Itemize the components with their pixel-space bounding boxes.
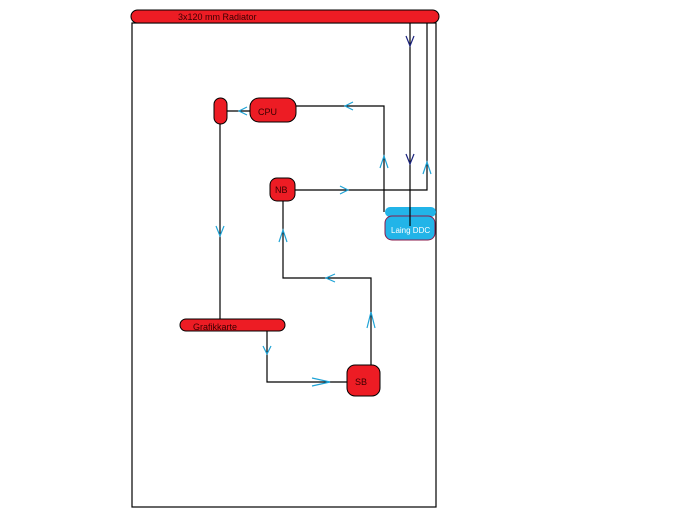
arrow-up-icon (379, 154, 389, 169)
svg-text:SB: SB (355, 377, 367, 387)
arrow-left-icon (324, 273, 336, 283)
svg-text:CPU: CPU (258, 107, 277, 117)
reservoir (213, 97, 228, 125)
arrow-right-icon (311, 377, 331, 387)
arrow-down-icon (405, 153, 415, 166)
cpu-block: CPU (249, 97, 297, 123)
svg-text:Laing DDC: Laing DDC (391, 226, 430, 235)
sb-block: SB (346, 364, 381, 397)
flow-arrows (215, 35, 432, 387)
arrow-right-icon (339, 185, 350, 195)
svg-text:3x120 mm Radiator: 3x120 mm Radiator (178, 12, 257, 22)
nb-block: NB (269, 177, 296, 202)
arrow-down-icon (262, 345, 272, 356)
arrow-up-icon (278, 228, 288, 243)
svg-text:NB: NB (275, 185, 288, 195)
arrow-up-icon (422, 160, 432, 175)
pump: Laing DDC (384, 207, 436, 241)
arrow-down-icon (405, 35, 415, 48)
arrow-up-icon (366, 311, 376, 329)
case-outline (131, 22, 437, 508)
radiator: 3x120 mm Radiator (130, 9, 440, 24)
arrow-down-icon (215, 225, 225, 238)
arrow-left-icon (343, 101, 354, 111)
svg-text:Grafikkarte: Grafikkarte (193, 322, 237, 332)
gpu-block: Grafikkarte (179, 318, 286, 332)
arrow-left-icon (237, 106, 248, 116)
